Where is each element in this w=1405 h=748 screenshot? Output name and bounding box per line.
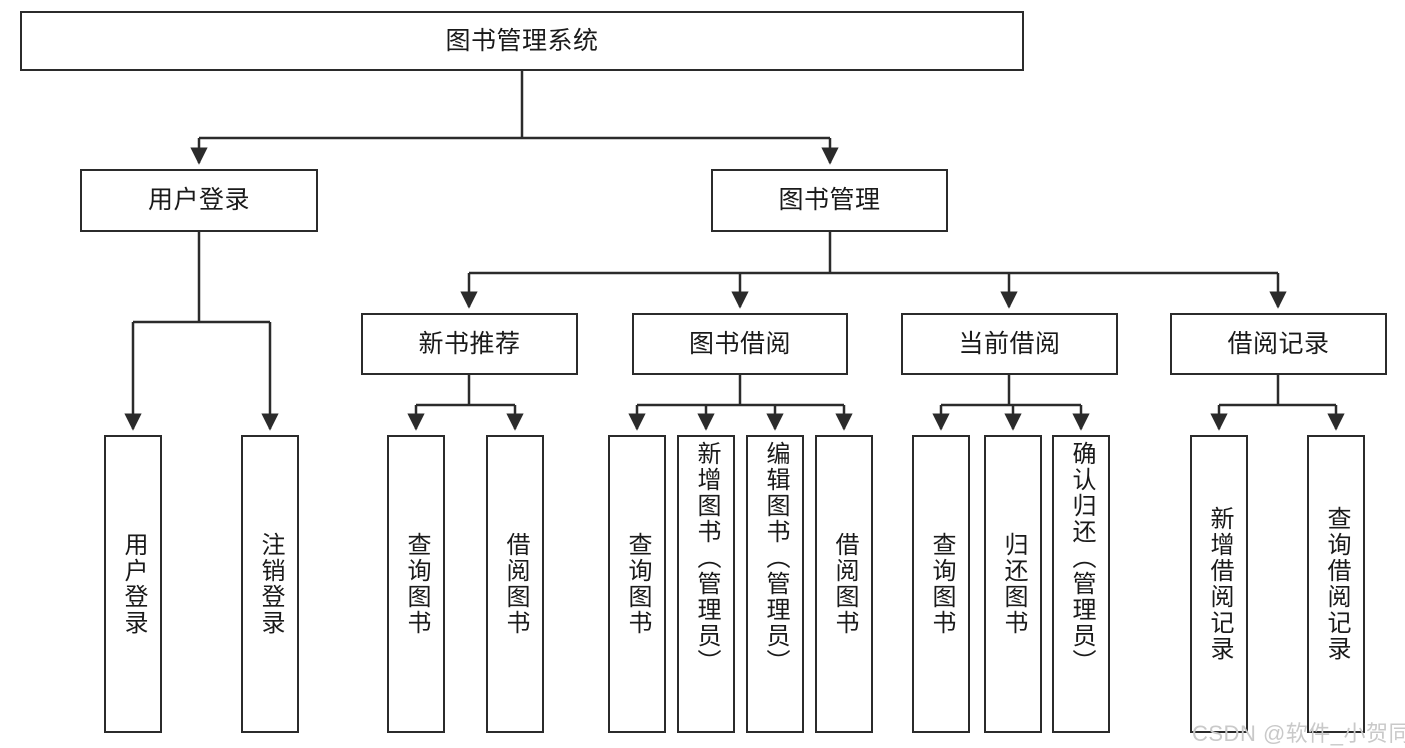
node-current-borrow[interactable]: 当前借阅	[901, 313, 1118, 375]
node-root-label: 图书管理系统	[445, 26, 599, 55]
node-leaf-confirm-return[interactable]: 确认归还（管理员）	[1052, 435, 1110, 733]
node-leaf-edit-book-label: 编辑图书（管理员）	[762, 441, 789, 675]
node-leaf-confirm-return-label: 确认归还（管理员）	[1068, 441, 1095, 675]
node-leaf-edit-book[interactable]: 编辑图书（管理员）	[746, 435, 804, 733]
node-book-borrow[interactable]: 图书借阅	[632, 313, 848, 375]
node-leaf-borrow-book-2-label: 借阅图书	[831, 532, 858, 636]
node-root[interactable]: 图书管理系统	[20, 11, 1024, 71]
node-leaf-logout[interactable]: 注销登录	[241, 435, 299, 733]
node-leaf-return-book-label: 归还图书	[1000, 532, 1027, 636]
node-borrow-record[interactable]: 借阅记录	[1170, 313, 1387, 375]
node-borrow-record-label: 借阅记录	[1227, 329, 1330, 358]
node-user-login[interactable]: 用户登录	[80, 169, 318, 232]
node-leaf-borrow-book-1-label: 借阅图书	[502, 532, 529, 636]
node-leaf-logout-label: 注销登录	[257, 532, 284, 636]
node-leaf-query-book-1-label: 查询图书	[403, 532, 430, 636]
node-user-login-label: 用户登录	[147, 186, 250, 214]
node-book-borrow-label: 图书借阅	[688, 329, 791, 358]
csdn-watermark-text: CSDN @软件_小贺同学	[1192, 721, 1405, 746]
node-leaf-add-record[interactable]: 新增借阅记录	[1190, 435, 1248, 733]
node-leaf-query-record-label: 查询借阅记录	[1323, 506, 1350, 662]
node-leaf-query-book-2[interactable]: 查询图书	[608, 435, 666, 733]
node-leaf-user-login-label: 用户登录	[120, 532, 147, 636]
node-leaf-query-record[interactable]: 查询借阅记录	[1307, 435, 1365, 733]
node-new-book-rec-label: 新书推荐	[418, 329, 521, 358]
node-leaf-borrow-book-1[interactable]: 借阅图书	[486, 435, 544, 733]
node-current-borrow-label: 当前借阅	[958, 329, 1061, 358]
node-leaf-query-book-3[interactable]: 查询图书	[912, 435, 970, 733]
node-book-manage[interactable]: 图书管理	[711, 169, 948, 232]
node-new-book-rec[interactable]: 新书推荐	[361, 313, 578, 375]
node-leaf-add-record-label: 新增借阅记录	[1206, 506, 1233, 662]
node-leaf-query-book-2-label: 查询图书	[624, 532, 651, 636]
node-leaf-borrow-book-2[interactable]: 借阅图书	[815, 435, 873, 733]
node-leaf-return-book[interactable]: 归还图书	[984, 435, 1042, 733]
csdn-watermark: CSDN @软件_小贺同学	[1192, 716, 1405, 748]
node-book-manage-label: 图书管理	[778, 186, 881, 214]
node-leaf-user-login[interactable]: 用户登录	[104, 435, 162, 733]
node-leaf-query-book-3-label: 查询图书	[928, 532, 955, 636]
node-leaf-add-book[interactable]: 新增图书（管理员）	[677, 435, 735, 733]
node-leaf-add-book-label: 新增图书（管理员）	[693, 441, 720, 675]
node-leaf-query-book-1[interactable]: 查询图书	[387, 435, 445, 733]
